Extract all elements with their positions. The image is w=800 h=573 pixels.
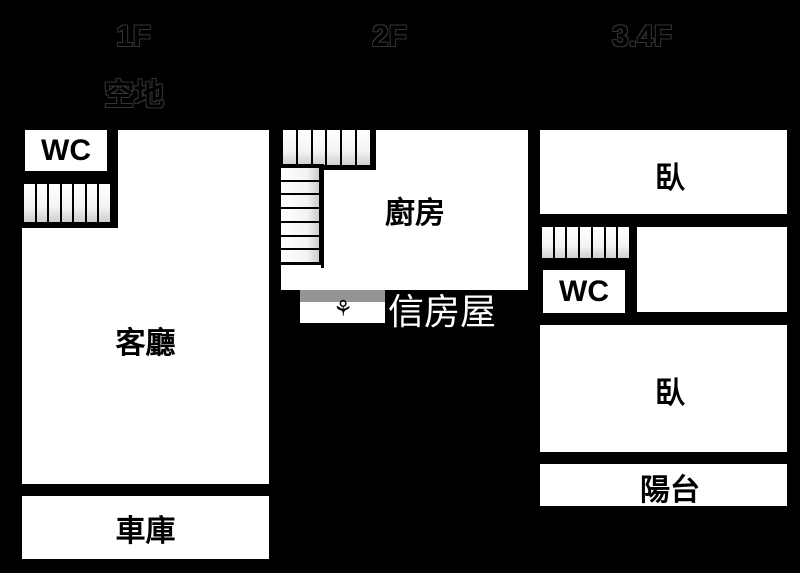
wc-3-4f (543, 270, 625, 313)
living-room (22, 225, 269, 484)
stairs-2f-top (281, 130, 372, 165)
floor-header-3-4f: 3.4F (612, 20, 673, 53)
stairs-2f-side (281, 166, 319, 264)
living-room-label: 客廳 (115, 326, 176, 361)
kitchen-label: 廚房 (385, 196, 445, 231)
garage (22, 496, 269, 559)
floor-subheader-1f: 空地 (104, 79, 164, 112)
leaf-logo-glyph-icon: ⚘ (333, 297, 353, 322)
wc-1f-label: WC (41, 133, 91, 167)
stairs-1f (22, 184, 112, 222)
living-room-area-top (118, 130, 269, 230)
floor-header-1f: 1F (116, 20, 152, 53)
floor-header-2f: 2F (372, 20, 408, 53)
middle-room (637, 227, 787, 312)
stairs-3-4f (540, 227, 631, 258)
bedroom-1-label: 臥 (655, 161, 685, 196)
balcony (540, 464, 787, 506)
bedroom-2-label: 臥 (655, 376, 685, 411)
leaf-logo-icon (300, 290, 385, 302)
watermark-text: 信房屋 (388, 292, 497, 333)
balcony-label: 陽台 (640, 473, 700, 508)
garage-label: 車庫 (115, 513, 176, 549)
kitchen-corner (281, 265, 321, 290)
bedroom-1 (540, 130, 787, 214)
wc-1f (25, 130, 107, 171)
wc-3-4f-label: WC (559, 274, 609, 308)
bedroom-2 (540, 325, 787, 452)
